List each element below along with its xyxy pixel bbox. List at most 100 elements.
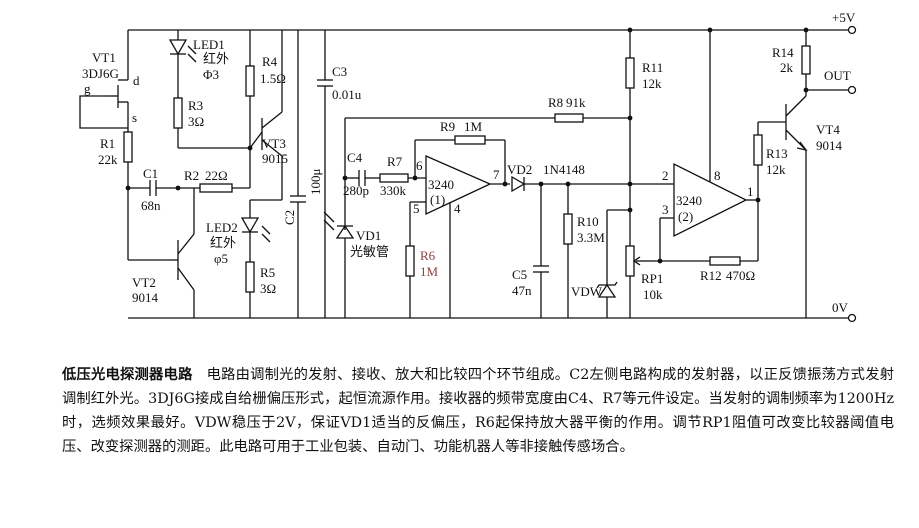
resistor-r11 — [625, 57, 635, 89]
vd1-type: 光敏管 — [350, 244, 389, 259]
caption-title: 低压光电探测器电路 — [62, 367, 193, 383]
r1-name: R1 — [100, 136, 115, 151]
transistor-vt4 — [785, 90, 808, 318]
vdw-name: VDW — [571, 284, 603, 299]
c1-value: 68n — [141, 198, 161, 213]
u2-pin8: 8 — [714, 168, 721, 183]
resistor-r3 — [173, 97, 183, 129]
r6-value: 1M — [420, 264, 439, 279]
vt1-type: 3DJ6G — [82, 66, 119, 81]
c5-name: C5 — [512, 267, 527, 282]
r6-name: R6 — [420, 248, 436, 263]
u2-type: 3240 — [676, 193, 702, 208]
ground-rail — [128, 313, 857, 323]
r2-name: R2 — [184, 168, 199, 183]
out-label: OUT — [824, 68, 851, 83]
r4-name: R4 — [262, 54, 278, 69]
vt2-type: 9014 — [132, 290, 159, 305]
vt1-pin-g: g — [84, 81, 91, 96]
r7-value: 330k — [380, 183, 407, 198]
r11-value: 12k — [642, 76, 662, 91]
c2-value: 100μ — [308, 169, 323, 196]
resistor-r6 — [405, 245, 415, 277]
vt3-name: VT3 — [262, 136, 286, 151]
c4-name: C4 — [347, 150, 363, 165]
r5-name: R5 — [260, 265, 275, 280]
resistor-r4 — [245, 65, 255, 97]
c2-name: C2 — [282, 210, 297, 225]
led1-size: Φ3 — [203, 67, 219, 82]
r13-name: R13 — [766, 146, 788, 161]
vt1-pin-s: s — [132, 110, 137, 125]
resistor-r10 — [563, 213, 573, 245]
capacitor-c1 — [128, 180, 200, 196]
r5-value: 3Ω — [260, 281, 276, 296]
led2-type: 红外 — [210, 235, 236, 250]
led2-name: LED2 — [206, 220, 238, 235]
resistor-r1 — [123, 131, 133, 163]
vd2-name: VD2 — [507, 162, 532, 177]
c3-name: C3 — [332, 64, 347, 79]
transistor-vt3 — [249, 30, 283, 200]
r11-name: R11 — [642, 60, 663, 75]
r14-name: R14 — [772, 45, 794, 60]
vt4-name: VT4 — [816, 122, 840, 137]
rp1-value: 10k — [643, 287, 663, 302]
capacitor-c4 — [345, 170, 380, 186]
c5-value: 47n — [512, 283, 532, 298]
vt1-name: VT1 — [92, 50, 116, 65]
r12-value: 470Ω — [726, 268, 755, 283]
u1-pin4: 4 — [454, 201, 461, 216]
r14-value: 2k — [780, 60, 794, 75]
r8-name: R8 — [548, 95, 563, 110]
c3-value: 0.01u — [332, 87, 362, 102]
r12-name: R12 — [700, 268, 722, 283]
led-led2 — [240, 199, 282, 262]
r10-name: R10 — [577, 214, 599, 229]
resistor-r8 — [554, 113, 584, 123]
r10-value: 3.3M — [577, 230, 605, 245]
capacitor-c3 — [317, 30, 333, 318]
led-led1 — [168, 30, 197, 98]
diode-vd2 — [511, 175, 660, 193]
vd1-name: VD1 — [356, 228, 381, 243]
vcc-label: +5V — [832, 10, 856, 25]
led1-type: 红外 — [203, 51, 229, 66]
gnd-label: 0V — [832, 300, 849, 315]
r3-name: R3 — [188, 98, 203, 113]
led2-size: φ5 — [214, 251, 228, 266]
potentiometer-rp1 — [625, 245, 660, 318]
r7-name: R7 — [387, 154, 403, 169]
resistor-r7 — [379, 173, 409, 183]
power-rail — [128, 25, 857, 35]
resistor-r2 — [199, 183, 233, 193]
vt4-type: 9014 — [816, 138, 843, 153]
vt2-name: VT2 — [132, 275, 156, 290]
resistor-r5 — [245, 261, 255, 293]
r3-value: 3Ω — [188, 114, 204, 129]
resistor-r13 — [753, 134, 763, 166]
u1-type: 3240 — [428, 177, 454, 192]
r1-value: 22k — [98, 152, 118, 167]
c1-name: C1 — [143, 166, 158, 181]
led1-name: LED1 — [193, 37, 225, 52]
rp1-name: RP1 — [641, 271, 663, 286]
u1-pin7: 7 — [493, 167, 500, 182]
r9-name: R9 — [440, 119, 455, 134]
opamp-u2 — [659, 30, 758, 261]
r4-value: 1.5Ω — [260, 71, 286, 86]
transistor-vt2 — [127, 188, 195, 318]
opamp-u1 — [409, 155, 510, 318]
vd2-type: 1N4148 — [543, 162, 585, 177]
u2-pin2: 2 — [662, 168, 669, 183]
u1-pin6: 6 — [416, 158, 423, 173]
u1-unit: (1) — [430, 192, 445, 207]
r2-value: 22Ω — [205, 168, 228, 183]
c4-value: 280p — [343, 183, 369, 198]
r9-value: 1M — [464, 119, 483, 134]
vt1-pin-d: d — [133, 73, 140, 88]
resistor-r12 — [709, 256, 741, 266]
capacitor-c2 — [290, 30, 306, 318]
capacitor-c5 — [533, 184, 549, 318]
u2-pin1: 1 — [747, 184, 754, 199]
